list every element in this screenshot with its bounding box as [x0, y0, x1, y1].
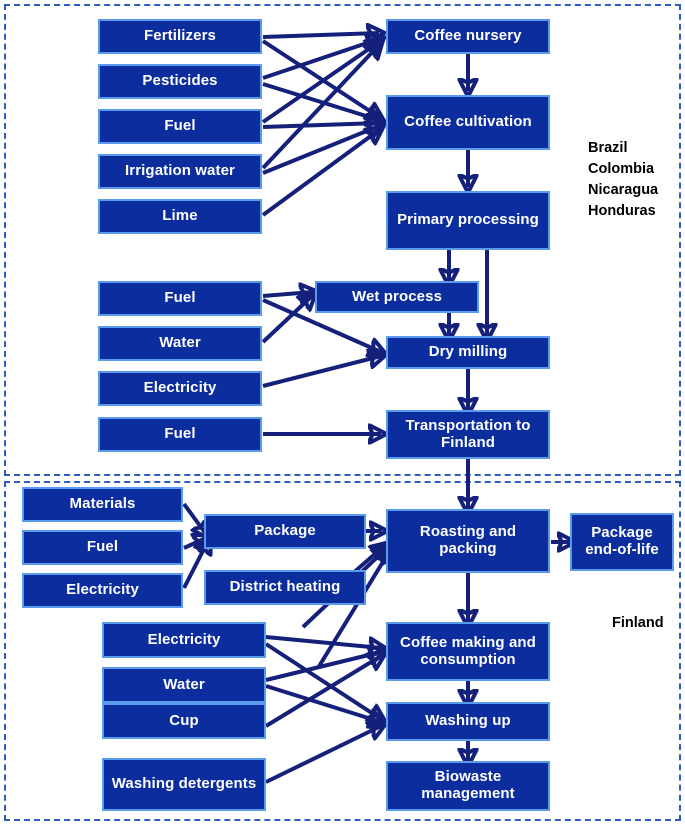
node-label: Fuel: [86, 538, 119, 556]
node-fuel-transport[interactable]: Fuel: [98, 417, 262, 452]
node-electricity-processing[interactable]: Electricity: [98, 371, 262, 406]
node-water-use[interactable]: Water: [102, 667, 266, 703]
node-coffee-nursery[interactable]: Coffee nursery: [386, 19, 550, 54]
node-label: Fertilizers: [144, 27, 216, 45]
node-label: Package end-of-life: [585, 524, 659, 558]
node-dry-milling[interactable]: Dry milling: [386, 336, 550, 369]
node-label: Electricity: [147, 630, 221, 648]
node-washing-up[interactable]: Washing up: [386, 702, 550, 741]
node-coffee-cultivation[interactable]: Coffee cultivation: [386, 95, 550, 150]
node-fuel-package[interactable]: Fuel: [22, 530, 183, 565]
region-origin-countries: [4, 4, 681, 476]
node-fertilizers[interactable]: Fertilizers: [98, 19, 262, 54]
node-label: Washing detergents: [111, 775, 257, 793]
node-label: Washing up: [425, 712, 511, 730]
node-wet-process[interactable]: Wet process: [315, 281, 479, 313]
node-label: Fuel: [164, 289, 196, 307]
node-primary-processing[interactable]: Primary processing: [386, 191, 550, 250]
node-district-heating[interactable]: District heating: [204, 570, 366, 605]
node-label: Lime: [162, 207, 198, 225]
region-label-origin: Brazil Colombia Nicaragua Honduras: [588, 140, 659, 220]
node-label: Water: [159, 334, 201, 352]
node-electricity-package[interactable]: Electricity: [22, 573, 183, 608]
node-fuel-cultivation[interactable]: Fuel: [98, 109, 262, 144]
region-finland: [4, 481, 681, 821]
node-label: Transportation to Finland: [405, 416, 531, 451]
node-label: Pesticides: [142, 72, 218, 90]
node-cup[interactable]: Cup: [102, 703, 266, 739]
node-label: Materials: [69, 495, 136, 513]
node-fuel-processing[interactable]: Fuel: [98, 281, 262, 316]
node-label: District heating: [229, 578, 341, 596]
node-package[interactable]: Package: [204, 514, 366, 549]
node-label: Fuel: [164, 425, 196, 443]
node-label: Biowaste management: [421, 768, 515, 802]
node-coffee-making[interactable]: Coffee making and consumption: [386, 622, 550, 681]
node-transportation-to-finland[interactable]: Transportation to Finland: [386, 410, 550, 459]
node-label: Electricity: [143, 379, 217, 397]
node-label: Coffee nursery: [414, 27, 522, 45]
node-biowaste-management[interactable]: Biowaste management: [386, 761, 550, 811]
node-irrigation-water[interactable]: Irrigation water: [98, 154, 262, 189]
node-label: Wet process: [351, 287, 443, 305]
region-label-finland: Finland: [612, 615, 664, 631]
node-lime[interactable]: Lime: [98, 199, 262, 234]
node-label: Coffee making and consumption: [400, 633, 536, 668]
node-electricity-use[interactable]: Electricity: [102, 622, 266, 658]
node-label: Coffee cultivation: [404, 113, 532, 131]
node-label: Primary processing: [397, 211, 539, 229]
node-label: Water: [163, 675, 205, 693]
node-label: Dry milling: [428, 343, 508, 361]
node-label: Irrigation water: [125, 162, 235, 180]
node-materials[interactable]: Materials: [22, 487, 183, 522]
node-water-processing[interactable]: Water: [98, 326, 262, 361]
node-label: Cup: [169, 711, 199, 729]
node-package-end-of-life[interactable]: Package end-of-life: [570, 513, 674, 571]
node-pesticides[interactable]: Pesticides: [98, 64, 262, 99]
node-label: Fuel: [164, 117, 196, 135]
node-label: Electricity: [66, 581, 139, 599]
node-roasting-and-packing[interactable]: Roasting and packing: [386, 509, 550, 573]
node-washing-detergents[interactable]: Washing detergents: [102, 758, 266, 811]
node-label: Package: [254, 522, 316, 540]
node-label: Roasting and packing: [419, 523, 517, 557]
